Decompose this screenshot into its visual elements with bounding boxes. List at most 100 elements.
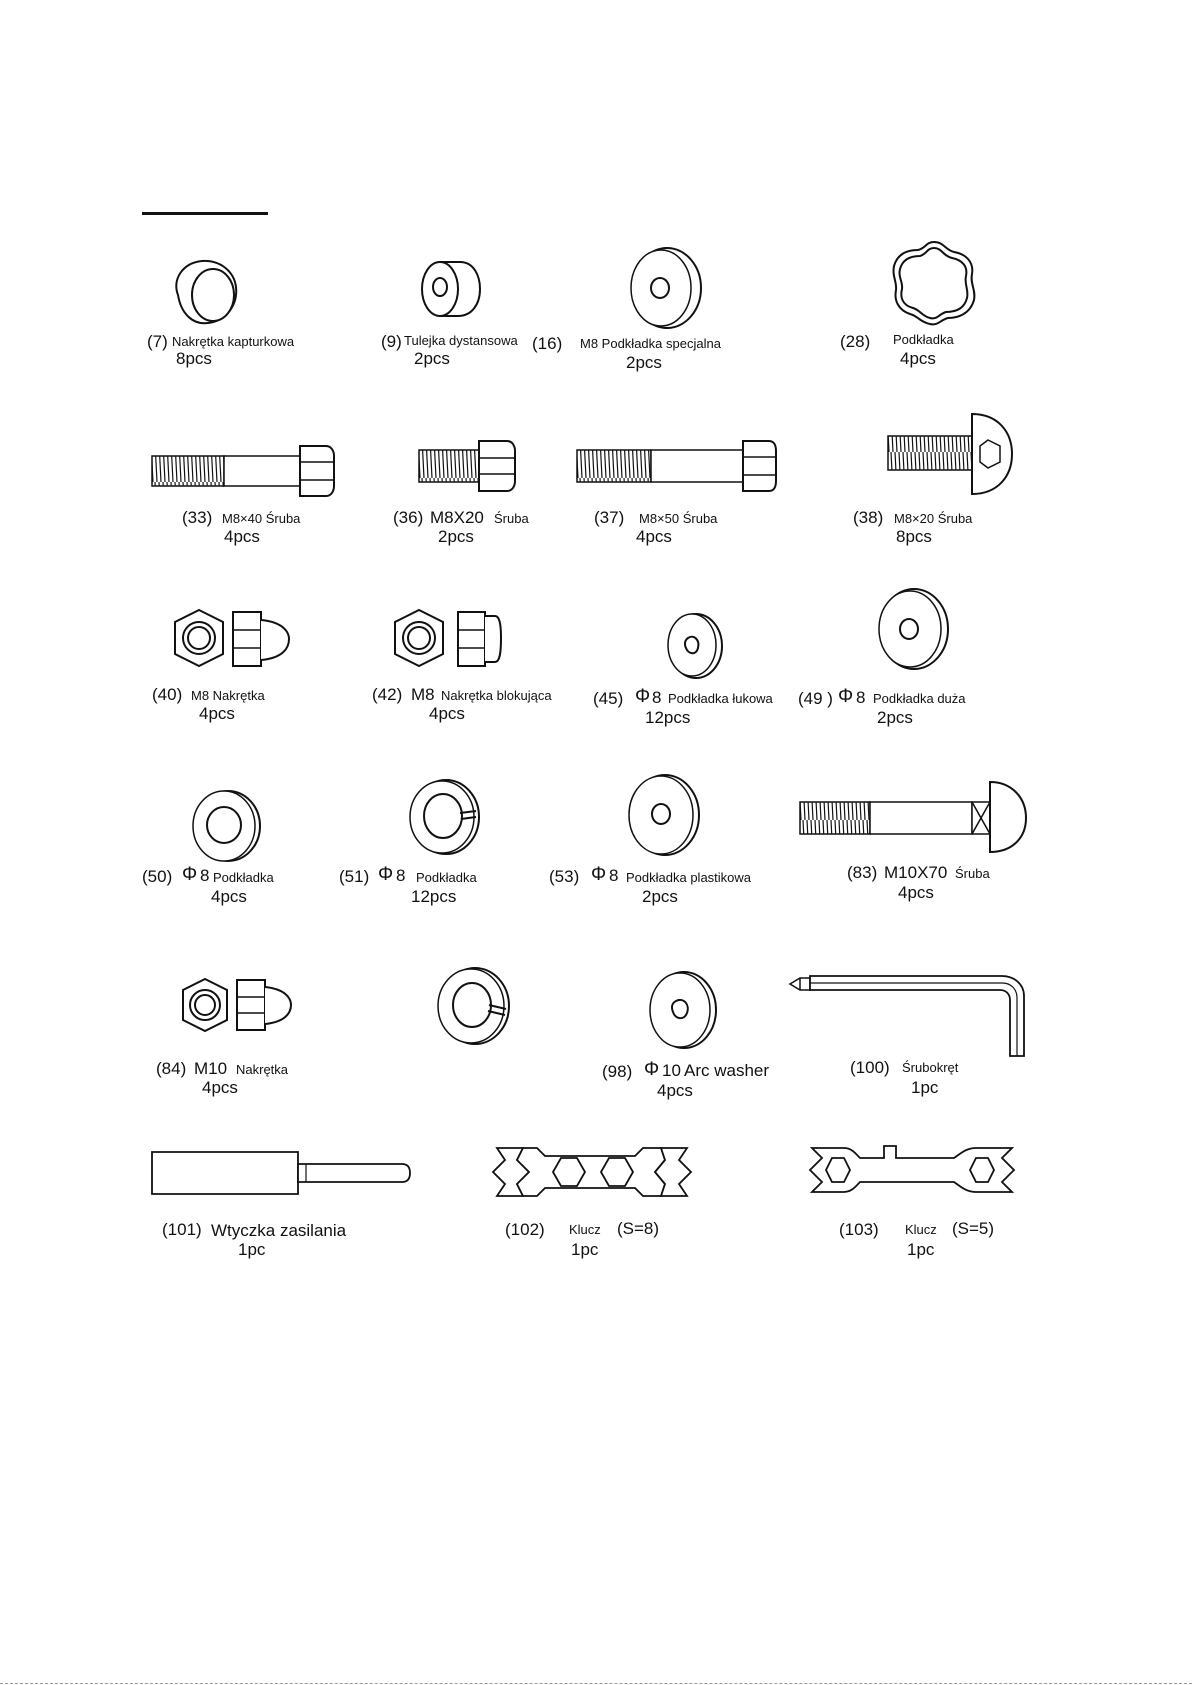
part-84-qty: 4pcs — [202, 1078, 238, 1097]
part-9-qty: 2pcs — [414, 349, 450, 368]
part-53-qty: 2pcs — [642, 887, 678, 906]
part-101-number: (101) — [162, 1220, 202, 1239]
part-51-phi: Φ — [378, 864, 394, 885]
wrench-icon — [489, 1144, 695, 1200]
hex-bolt-long-icon — [575, 438, 777, 494]
power-plug-icon — [150, 1150, 412, 1196]
part-103-name: Klucz — [905, 1222, 937, 1237]
part-40-name: M8 Nakrętka — [191, 688, 265, 703]
part-38-number: (38) — [853, 508, 884, 527]
part-53-number: (53) — [549, 867, 580, 886]
part-37-qty: 4pcs — [636, 527, 672, 546]
section-header-underline — [142, 212, 268, 215]
large-washer-icon — [876, 587, 950, 671]
part-7-qty: 8pcs — [176, 349, 212, 368]
part-45-phi: Φ — [635, 686, 651, 707]
screwdriver-icon — [788, 970, 1026, 1058]
part-7-number: (7) — [147, 332, 168, 351]
part-51-qty: 12pcs — [411, 887, 457, 906]
part-49-number: (49 ) — [798, 689, 833, 708]
part-51-number: (51) — [339, 867, 370, 886]
part-37-name: M8×50 Śruba — [639, 511, 718, 526]
part-42-qty: 4pcs — [429, 704, 465, 723]
spacer-bushing-icon — [418, 258, 483, 320]
hex-nut-icon — [173, 608, 291, 670]
part-53-name: Podkładka plastikowa — [626, 870, 752, 885]
part-16-qty: 2pcs — [626, 353, 662, 372]
part-100-qty: 1pc — [911, 1078, 939, 1097]
part-98-phi: Φ — [644, 1059, 660, 1080]
part-42-size: M8 — [411, 685, 435, 704]
split-washer-icon — [406, 777, 482, 857]
part-83-number: (83) — [847, 863, 878, 882]
part-49-name: Podkładka duża — [873, 691, 966, 706]
part-38-qty: 8pcs — [896, 527, 932, 546]
part-102-number: (102) — [505, 1220, 545, 1239]
part-51-size: 8 — [396, 866, 406, 885]
part-100-number: (100) — [850, 1058, 890, 1077]
part-101-name: Wtyczka zasilania — [211, 1221, 347, 1240]
part-9-number: (9) — [381, 332, 402, 351]
part-40-number: (40) — [152, 685, 183, 704]
part-101-qty: 1pc — [238, 1240, 266, 1259]
part-98-qty: 4pcs — [657, 1081, 693, 1100]
part-84-number: (84) — [156, 1059, 187, 1078]
part-28-number: (28) — [840, 332, 871, 351]
part-36-name: Śruba — [494, 511, 529, 526]
part-9-name: Tulejka dystansowa — [404, 333, 518, 348]
part-36-number: (36) — [393, 508, 424, 527]
part-16-name: M8 Podkładka specjalna — [580, 336, 721, 351]
part-40-qty: 4pcs — [199, 704, 235, 723]
part-42-number: (42) — [372, 685, 403, 704]
part-83-name: Śruba — [955, 866, 990, 881]
part-50-number: (50) — [142, 867, 173, 886]
part-28-name: Podkładka — [893, 332, 954, 347]
hex-bolt-long-icon — [150, 442, 335, 498]
part-37-number: (37) — [594, 508, 625, 527]
part-49-phi: Φ — [838, 686, 854, 707]
part-45-number: (45) — [593, 689, 624, 708]
part-83-qty: 4pcs — [898, 883, 934, 902]
split-washer-icon — [434, 965, 512, 1047]
carriage-bolt-icon — [798, 780, 1028, 854]
part-16-number: (16) — [532, 334, 563, 353]
part-33-name: M8×40 Śruba — [222, 511, 301, 526]
part-84-name: Nakrętka — [236, 1062, 289, 1077]
flat-washer-icon — [190, 788, 262, 864]
hex-nut-icon — [181, 977, 293, 1033]
part-103-qty: 1pc — [907, 1240, 935, 1259]
part-53-size: 8 — [609, 866, 619, 885]
part-100-name: Śrubokręt — [902, 1060, 959, 1075]
hex-bolt-short-icon — [417, 438, 517, 494]
part-28-qty: 4pcs — [900, 349, 936, 368]
part-84-size: M10 — [194, 1059, 228, 1078]
part-102-name: Klucz — [569, 1222, 601, 1237]
part-83-size: M10X70 — [884, 863, 948, 882]
part-42-name: Nakrętka blokująca — [441, 688, 552, 703]
wave-washer-icon — [890, 238, 978, 328]
special-washer-icon — [630, 245, 705, 331]
part-33-qty: 4pcs — [224, 527, 260, 546]
cap-nut-icon — [168, 255, 243, 330]
arc-washer-icon — [664, 610, 724, 680]
part-102-qty: 1pc — [571, 1240, 599, 1259]
wrench-icon — [804, 1142, 1020, 1198]
part-38-name: M8×20 Śruba — [894, 511, 973, 526]
lock-nut-icon — [393, 608, 503, 670]
part-102-spec: (S=8) — [617, 1219, 660, 1238]
part-50-name: Podkładka — [213, 870, 274, 885]
part-7-name: Nakrętka kapturkowa — [172, 334, 295, 349]
part-103-number: (103) — [839, 1220, 879, 1239]
part-49-size: 8 — [856, 688, 866, 707]
part-53-phi: Φ — [591, 864, 607, 885]
part-50-phi: Φ — [182, 864, 198, 885]
part-45-name: Podkładka łukowa — [668, 691, 773, 706]
part-51-name: Podkładka — [416, 870, 477, 885]
part-50-qty: 4pcs — [211, 887, 247, 906]
part-45-qty: 12pcs — [645, 708, 691, 727]
part-36-qty: 2pcs — [438, 527, 474, 546]
page-bottom-edge — [0, 1683, 1192, 1685]
button-head-bolt-icon — [886, 412, 1014, 496]
part-98-number: (98) — [602, 1062, 633, 1081]
arc-washer-icon — [646, 969, 718, 1051]
